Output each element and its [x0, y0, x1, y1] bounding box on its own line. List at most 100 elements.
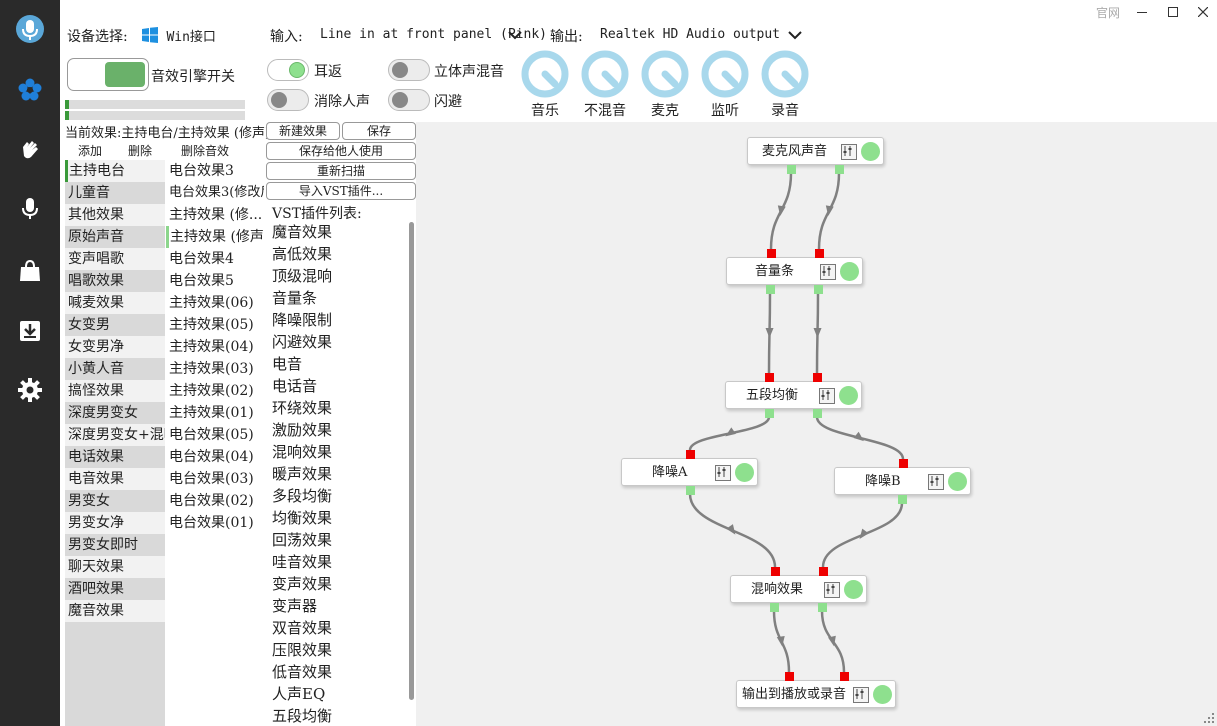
node-input-port[interactable] — [813, 373, 822, 382]
category-item[interactable]: 变声唱歌 — [65, 248, 165, 270]
ducking-toggle[interactable] — [388, 89, 430, 111]
node-output-port[interactable] — [813, 409, 822, 418]
category-item[interactable]: 唱歌效果 — [65, 270, 165, 292]
delete-effect-button[interactable]: 删除 — [128, 144, 153, 158]
node-settings-button[interactable] — [824, 582, 840, 598]
input-select[interactable]: Line in at front panel (Pink) — [320, 27, 547, 42]
save-for-others-button[interactable]: 保存给他人使用 — [266, 142, 416, 160]
node-enable-indicator[interactable] — [861, 142, 880, 161]
graph-node[interactable]: 降噪A — [621, 458, 758, 486]
vst-list-scrollbar[interactable] — [409, 222, 414, 700]
preset-item[interactable]: 电台效果3 — [166, 160, 264, 182]
node-input-port[interactable] — [899, 459, 908, 468]
category-item[interactable]: 电话效果 — [65, 446, 165, 468]
close-button[interactable] — [1193, 0, 1213, 24]
graph-node[interactable]: 输出到播放或录音 — [736, 680, 896, 708]
node-input-port[interactable] — [785, 672, 794, 681]
category-item[interactable]: 主持电台 — [65, 160, 165, 182]
node-input-port[interactable] — [771, 567, 780, 576]
delete-sound-button[interactable]: 删除音效 — [181, 144, 230, 158]
preset-item[interactable]: 电台效果3(修改后) — [166, 182, 264, 204]
node-output-port[interactable] — [765, 409, 774, 418]
vst-plugin-item[interactable]: 顶级混响 — [272, 267, 333, 285]
category-item[interactable]: 女变男净 — [65, 336, 165, 358]
minimize-button[interactable] — [1132, 0, 1152, 24]
category-item[interactable]: 男变女净 — [65, 512, 165, 534]
category-item[interactable]: 男变女即时 — [65, 534, 165, 556]
maximize-button[interactable] — [1163, 0, 1183, 24]
preset-item[interactable]: 电台效果4 — [166, 248, 264, 270]
new-effect-button[interactable]: 新建效果 — [266, 122, 340, 140]
node-output-port[interactable] — [766, 285, 775, 294]
node-output-port[interactable] — [818, 603, 827, 612]
node-settings-button[interactable] — [841, 144, 857, 160]
node-output-port[interactable] — [770, 603, 779, 612]
preset-item[interactable]: 电台效果(03) — [166, 468, 264, 490]
graph-node[interactable]: 麦克风声音 — [747, 137, 884, 165]
engine-switch[interactable] — [67, 58, 149, 91]
preset-item[interactable]: 电台效果(02) — [166, 490, 264, 512]
vst-plugin-item[interactable]: 变声器 — [272, 597, 318, 615]
nav-download[interactable] — [0, 308, 60, 354]
category-item[interactable]: 其他效果 — [65, 204, 165, 226]
category-item[interactable]: 小黄人音 — [65, 358, 165, 380]
output-chevron-down-icon[interactable] — [788, 30, 802, 40]
preset-item[interactable]: 电台效果(04) — [166, 446, 264, 468]
nav-settings[interactable] — [0, 367, 60, 413]
preset-item[interactable]: 主持效果(03) — [166, 358, 264, 380]
node-settings-button[interactable] — [928, 474, 944, 490]
vocal-remove-toggle[interactable] — [267, 89, 309, 111]
vst-plugin-item[interactable]: 哇音效果 — [272, 553, 333, 571]
knob-monitor[interactable]: 监听 — [699, 50, 751, 119]
knob-mic[interactable]: 麦克 — [639, 50, 691, 119]
vst-plugin-item[interactable]: 激励效果 — [272, 421, 333, 439]
graph-node[interactable]: 混响效果 — [730, 575, 867, 603]
node-input-port[interactable] — [840, 672, 849, 681]
node-enable-indicator[interactable] — [844, 580, 863, 599]
category-item[interactable]: 儿童音 — [65, 182, 165, 204]
category-item[interactable]: 深度男变女 — [65, 402, 165, 424]
category-item[interactable]: 搞怪效果 — [65, 380, 165, 402]
graph-node[interactable]: 五段均衡 — [725, 381, 862, 409]
input-chevron-down-icon[interactable] — [508, 30, 522, 40]
node-enable-indicator[interactable] — [840, 262, 859, 281]
node-settings-button[interactable] — [853, 687, 869, 703]
node-output-port[interactable] — [898, 495, 907, 504]
vst-plugin-item[interactable]: 高低效果 — [272, 245, 333, 263]
preset-item[interactable]: 主持效果(06) — [166, 292, 264, 314]
monitor-toggle[interactable] — [267, 59, 309, 81]
add-effect-button[interactable]: 添加 — [78, 144, 103, 158]
category-item[interactable]: 深度男变女+混响 — [65, 424, 165, 446]
nav-effects[interactable] — [0, 67, 60, 113]
preset-item[interactable]: 主持效果(02) — [166, 380, 264, 402]
graph-node[interactable]: 音量条 — [726, 257, 863, 285]
graph-node[interactable]: 降噪B — [834, 467, 971, 495]
category-item[interactable]: 魔音效果 — [65, 600, 165, 622]
import-vst-button[interactable]: 导入VST插件... — [266, 182, 416, 200]
preset-item[interactable]: 主持效果(04) — [166, 336, 264, 358]
node-input-port[interactable] — [819, 567, 828, 576]
vst-plugin-item[interactable]: 音量条 — [272, 289, 318, 307]
official-website-link[interactable]: 官网 — [1096, 6, 1121, 20]
output-select[interactable]: Realtek HD Audio output — [600, 27, 781, 42]
save-button[interactable]: 保存 — [342, 122, 416, 140]
node-settings-button[interactable] — [820, 264, 836, 280]
vst-plugin-item[interactable]: 降噪限制 — [272, 311, 333, 329]
vst-plugin-item[interactable]: 五段均衡 — [272, 707, 333, 725]
vst-plugin-item[interactable]: 回荡效果 — [272, 531, 333, 549]
nav-shop[interactable] — [0, 248, 60, 294]
preset-item[interactable]: 电台效果(01) — [166, 512, 264, 534]
vst-plugin-item[interactable]: 闪避效果 — [272, 333, 333, 351]
knob-music[interactable]: 音乐 — [519, 50, 571, 119]
nav-logo[interactable] — [0, 6, 60, 52]
category-item[interactable]: 原始声音 — [65, 226, 165, 248]
preset-item[interactable]: 主持效果 (修... — [166, 204, 264, 226]
node-input-port[interactable] — [686, 450, 695, 459]
stereo-mix-toggle[interactable] — [388, 59, 430, 81]
preset-item[interactable]: 电台效果5 — [166, 270, 264, 292]
node-input-port[interactable] — [767, 249, 776, 258]
node-output-port[interactable] — [787, 165, 796, 174]
resize-grip-icon[interactable] — [1203, 712, 1215, 724]
effect-graph-canvas[interactable]: 麦克风声音音量条五段均衡降噪A 降噪B 混响效果输出到播放或录音 — [416, 122, 1217, 726]
knob-record[interactable]: 录音 — [759, 50, 811, 119]
